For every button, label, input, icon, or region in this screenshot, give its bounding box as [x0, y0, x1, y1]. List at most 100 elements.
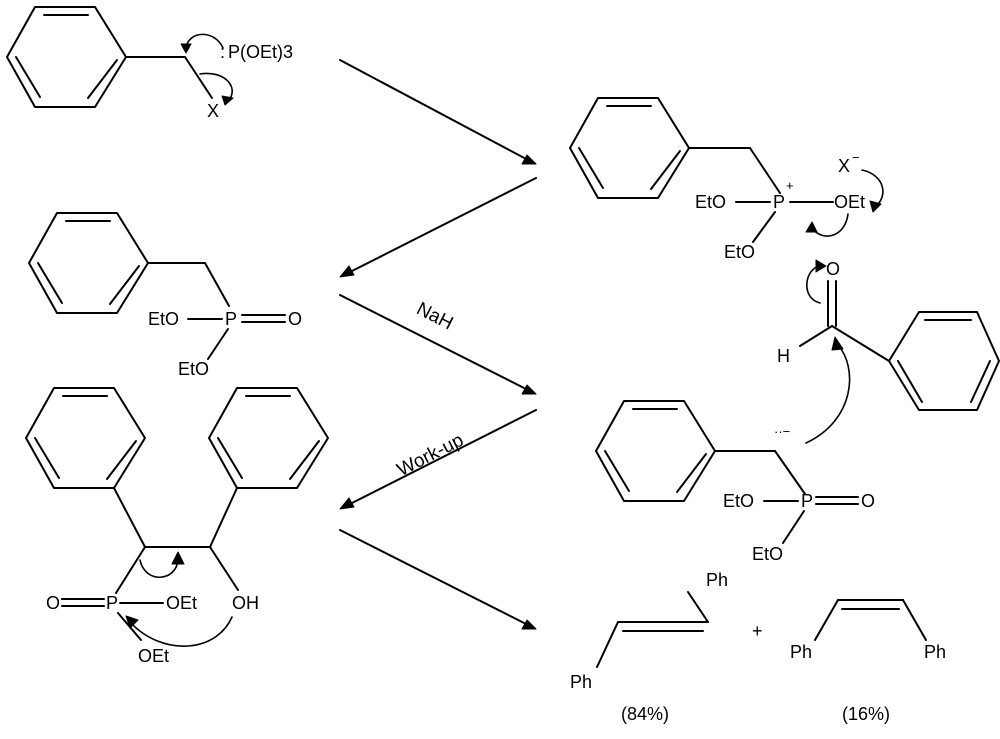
c-ph-bond	[902, 599, 927, 641]
benzene-ring	[6, 6, 127, 108]
arrowhead	[221, 95, 234, 106]
c-aryl-bond	[831, 325, 890, 362]
c-p-bond	[749, 147, 781, 194]
curved-arrow-bond-to-pc	[139, 559, 179, 578]
arrowhead	[180, 43, 192, 54]
c-aryl-bond	[209, 487, 238, 548]
phenyl-label-left: Ph	[790, 642, 812, 662]
phosphorus-label: P	[773, 192, 785, 212]
curved-arrow-release	[811, 213, 849, 237]
benzene-ring	[595, 400, 716, 502]
ethoxy-label-bottom: OEt	[138, 646, 169, 666]
benzene-ring	[569, 97, 690, 199]
lone-pair-dots: :	[220, 42, 225, 62]
phosphonium-intermediate: P + EtO OEt EtO X −	[569, 97, 884, 262]
c-x-bond	[184, 56, 213, 99]
phenyl-label-top: Ph	[706, 570, 728, 590]
c-p-bond	[115, 546, 146, 594]
curved-arrow-carbonyl	[806, 265, 821, 304]
ethoxy-label-left: EtO	[695, 192, 726, 212]
arrowhead	[831, 336, 844, 351]
arrowhead	[171, 551, 185, 565]
aromatic-inner-bond	[650, 150, 681, 190]
phosphorus-label: P	[225, 309, 237, 329]
reaction-arrow-2	[347, 177, 537, 274]
benzene-ring	[28, 212, 149, 314]
hydroxyl-label: OH	[232, 593, 259, 613]
arrowhead	[805, 221, 818, 233]
workup-label: Work-up	[394, 430, 467, 481]
curved-arrow-oxygen-to-p	[129, 616, 233, 647]
aromatic-inner-bond	[109, 265, 140, 305]
ethoxy-label-bottom: EtO	[752, 544, 783, 564]
aromatic-inner-bond	[604, 450, 630, 492]
aromatic-inner-bond	[970, 360, 991, 403]
aromatic-inner-bond	[217, 437, 243, 479]
c-ph-bond	[596, 621, 619, 668]
curved-arrow-attack	[185, 33, 224, 49]
phosphorus-label: P	[801, 491, 813, 511]
aromatic-inner-bond	[897, 360, 923, 403]
phenyl-label-bottom: Ph	[570, 672, 592, 692]
p-oet-bond	[782, 510, 805, 544]
hydroxy-phosphonate-intermediate: OH O P OEt OEt	[25, 387, 329, 666]
reaction-arrow-3-head	[521, 384, 537, 395]
aromatic-inner-bond	[106, 440, 137, 480]
benzaldehyde: O H	[777, 259, 1000, 411]
reaction-arrow-1-head	[521, 154, 537, 165]
benzyl-halide: X : P(OEt)3	[6, 6, 293, 121]
arrowhead	[815, 259, 827, 273]
p-oet-bond	[207, 328, 229, 360]
c-aryl-bond	[113, 487, 146, 548]
trans-yield-label: (84%)	[621, 704, 669, 724]
counterion-label: X	[838, 156, 850, 176]
ethoxy-label-left: EtO	[723, 491, 754, 511]
positive-charge: +	[786, 178, 794, 193]
carbanion-lone-pair: ··−	[774, 424, 790, 439]
reaction-arrow-3	[339, 294, 529, 391]
phenyl-label-right: Ph	[924, 642, 946, 662]
curved-arrow-nucleophilic-attack	[805, 344, 851, 444]
oxygen-label: O	[826, 259, 840, 279]
phosphonate-carbanion: ··− P EtO O EtO	[595, 336, 875, 564]
arrowhead	[869, 200, 882, 213]
aromatic-inner-bond	[676, 453, 707, 493]
c-p-bond	[204, 262, 230, 307]
oxygen-label: O	[288, 309, 302, 329]
c-ph-bond	[687, 591, 709, 623]
counterion-charge: −	[852, 150, 860, 165]
oxygen-label: O	[46, 593, 60, 613]
c-h-bond	[799, 325, 833, 347]
c-ph-bond	[814, 599, 839, 641]
reagent-nah-label: NaH	[413, 298, 456, 334]
benzene-ring	[208, 387, 329, 489]
cis-stilbene: Ph Ph (16%)	[790, 599, 946, 724]
benzyl-phosphonate: P EtO O EtO	[28, 212, 302, 379]
reaction-arrow-4	[347, 409, 537, 506]
c-p-bond	[774, 450, 806, 495]
cis-yield-label: (16%)	[842, 704, 890, 724]
aromatic-inner-bond	[578, 147, 604, 189]
trans-stilbene: Ph Ph (84%)	[570, 570, 728, 724]
ethoxy-label-right: OEt	[166, 593, 197, 613]
aromatic-inner-bond	[37, 262, 63, 304]
curved-arrow-sn2	[861, 169, 884, 207]
plus-sign: +	[752, 621, 763, 641]
reaction-arrow-2-head	[339, 265, 355, 278]
aromatic-inner-bond	[289, 440, 320, 480]
benzene-ring	[888, 311, 1000, 411]
reaction-arrow-5-head	[521, 619, 537, 630]
aromatic-inner-bond	[34, 437, 60, 479]
ethoxy-label-bottom: EtO	[724, 242, 755, 262]
benzene-ring	[25, 387, 146, 489]
ethoxy-label-bottom: EtO	[178, 359, 209, 379]
reaction-arrow-4-head	[339, 497, 355, 510]
p-oet-bond	[752, 211, 776, 243]
oxygen-label: O	[861, 491, 875, 511]
aromatic-inner-bond	[15, 56, 41, 98]
ethoxy-label-right: OEt	[834, 192, 865, 212]
hydrogen-label: H	[777, 346, 790, 366]
aromatic-inner-bond	[87, 59, 118, 99]
phosphorus-label: P	[106, 593, 118, 613]
arrowhead	[125, 615, 139, 629]
